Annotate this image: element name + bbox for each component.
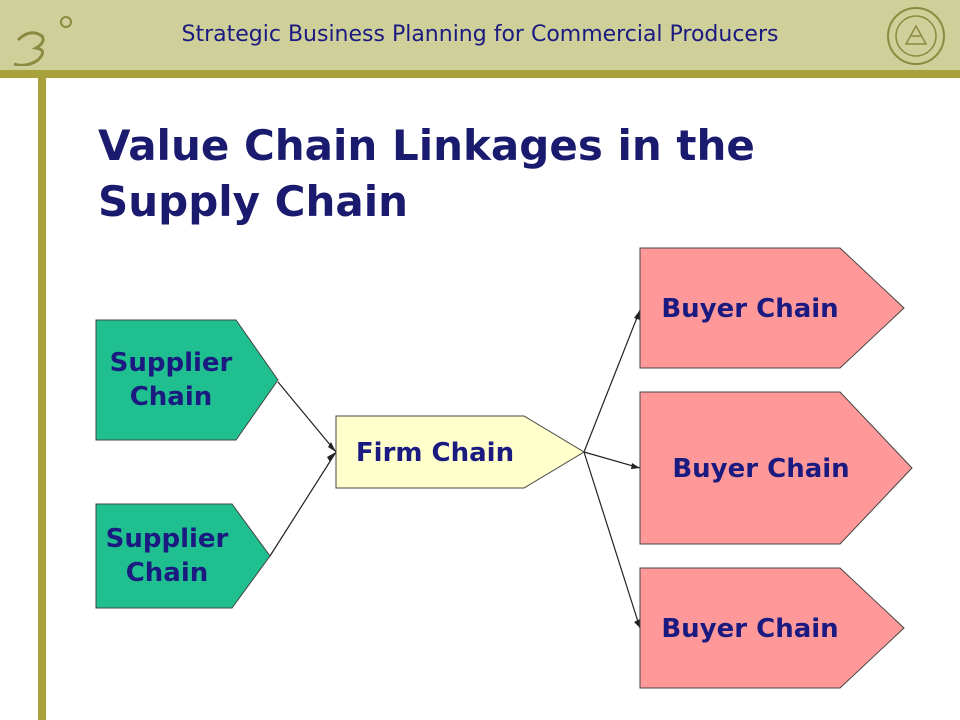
left-rule [38,78,46,720]
arrowhead-buyer1 [634,310,640,320]
connector-firm-buyer2 [583,451,641,469]
supplier-chain-label-2-line1: Supplier [105,524,229,554]
supplier-chain-label-1-line2: Chain [129,382,213,412]
university-seal-icon [887,7,945,65]
arrowhead-buyer3 [634,619,640,628]
buyer-chain-shape-2 [639,391,913,545]
supplier-chain-label-1-line1: Supplier [109,348,233,378]
arrowhead-firm-1 [328,442,336,452]
arrowhead-buyer2 [631,463,640,469]
supplier-chain-label-2-line2: Chain [125,558,209,588]
connector-firm-buyer1 [583,309,641,453]
buyer-chain-label-1: Buyer Chain [661,294,839,324]
header-title: Strategic Business Planning for Commerci… [181,22,779,47]
firm-chain-label: Firm Chain [355,438,515,468]
connector-firm-buyer3 [583,451,641,629]
connector-supplier2-firm [269,451,337,557]
buyer-chain-shape-1 [639,247,905,369]
supplier-chain-shape-1 [95,319,279,441]
buyer-chain-label-3: Buyer Chain [661,614,839,644]
connector-supplier1-firm [277,381,337,453]
supplier-chain-shape-2 [95,503,271,609]
slide-title: Value Chain Linkages in the Supply Chain [98,121,755,226]
header-rule [0,70,960,78]
header-band [0,0,960,70]
supplier-chain-label-1: Supplier Chain [96,346,246,414]
arrowhead-firm-2 [327,452,336,462]
supplier-chain-label-2: Supplier Chain [92,522,242,590]
buyer-chain-shape-3 [639,567,905,689]
logo-icon [13,16,72,66]
firm-chain-shape [335,415,585,489]
buyer-chain-label-2: Buyer Chain [672,454,850,484]
